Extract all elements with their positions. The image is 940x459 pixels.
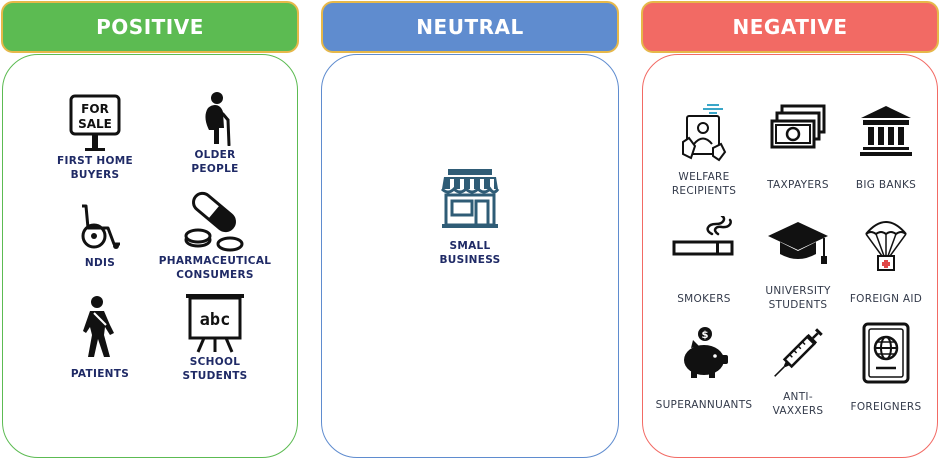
- negative-header: NEGATIVE: [641, 1, 939, 53]
- sign-text-for: FOR: [81, 102, 109, 116]
- positive-panel: [2, 54, 298, 458]
- positive-title: POSITIVE: [96, 15, 204, 39]
- abc-board-icon: abc: [184, 292, 246, 354]
- item-label: ANTI- VAXXERS: [772, 391, 824, 417]
- foreigners-item: FOREIGNERS: [826, 320, 940, 420]
- item-label: PHARMACEUTICAL CONSUMERS: [158, 255, 272, 281]
- syringe-icon: [768, 324, 828, 382]
- aid-parachute-icon: [864, 212, 908, 274]
- item-label: SMALL BUSINESS: [439, 240, 501, 266]
- shop-icon: [438, 165, 502, 229]
- cigarette-icon: [672, 216, 736, 260]
- anti-vaxxers-item: ANTI- VAXXERS: [738, 322, 858, 422]
- item-label: NDIS: [84, 257, 116, 269]
- superannuants-item: $ SUPERANNUANTS: [644, 322, 764, 422]
- foreign-aid-item: FOREIGN AID: [826, 210, 940, 310]
- passport-icon: [862, 322, 910, 384]
- bank-building-icon: [859, 104, 913, 156]
- smokers-item: SMOKERS: [644, 212, 764, 312]
- university-students-item: UNIVERSITY STUDENTS: [738, 212, 858, 312]
- neutral-panel: [321, 54, 619, 458]
- negative-title: NEGATIVE: [732, 15, 848, 39]
- sign-text-sale: SALE: [78, 117, 112, 131]
- coin-symbol: $: [702, 330, 709, 341]
- item-label: FIRST HOME BUYERS: [57, 155, 133, 181]
- item-label: SCHOOL STUDENTS: [182, 356, 248, 382]
- item-label: OLDER PEOPLE: [191, 149, 239, 175]
- ndis-item: NDIS: [40, 200, 160, 280]
- piggy-bank-icon: $: [679, 326, 729, 380]
- item-label: TAXPAYERS: [767, 179, 829, 191]
- pharmaceutical-consumers-item: PHARMACEUTICAL CONSUMERS: [155, 190, 275, 290]
- money-stack-icon: [768, 104, 828, 158]
- item-label: PATIENTS: [70, 368, 130, 380]
- neutral-title: NEUTRAL: [416, 15, 524, 39]
- item-label: UNIVERSITY STUDENTS: [765, 285, 831, 311]
- item-label: SUPERANNUANTS: [655, 399, 753, 411]
- item-label: FOREIGN AID: [849, 293, 923, 305]
- item-label: WELFARE RECIPIENTS: [671, 171, 737, 197]
- pills-icon: [184, 190, 246, 252]
- big-banks-item: BIG BANKS: [826, 100, 940, 200]
- school-students-item: abc SCHOOL STUDENTS: [155, 290, 275, 390]
- taxpayers-item: TAXPAYERS: [738, 100, 858, 200]
- first-home-buyers-item: FOR SALE FIRST HOME BUYERS: [35, 90, 155, 190]
- elderly-person-icon: [195, 90, 235, 146]
- wheelchair-icon: [76, 204, 124, 250]
- small-business-item: SMALL BUSINESS: [410, 165, 530, 275]
- positive-header: POSITIVE: [1, 1, 299, 53]
- item-label: BIG BANKS: [855, 179, 917, 191]
- welfare-recipients-item: WELFARE RECIPIENTS: [644, 100, 764, 200]
- board-text: abc: [200, 310, 231, 330]
- item-label: FOREIGNERS: [850, 401, 922, 413]
- older-people-item: OLDER PEOPLE: [155, 90, 275, 190]
- for-sale-sign-icon: FOR SALE: [67, 94, 123, 152]
- graduation-cap-icon: [766, 218, 830, 268]
- id-document-icon: [679, 102, 729, 162]
- injured-patient-icon: [80, 295, 120, 359]
- item-label: SMOKERS: [677, 293, 731, 305]
- neutral-header: NEUTRAL: [321, 1, 619, 53]
- patients-item: PATIENTS: [40, 295, 160, 395]
